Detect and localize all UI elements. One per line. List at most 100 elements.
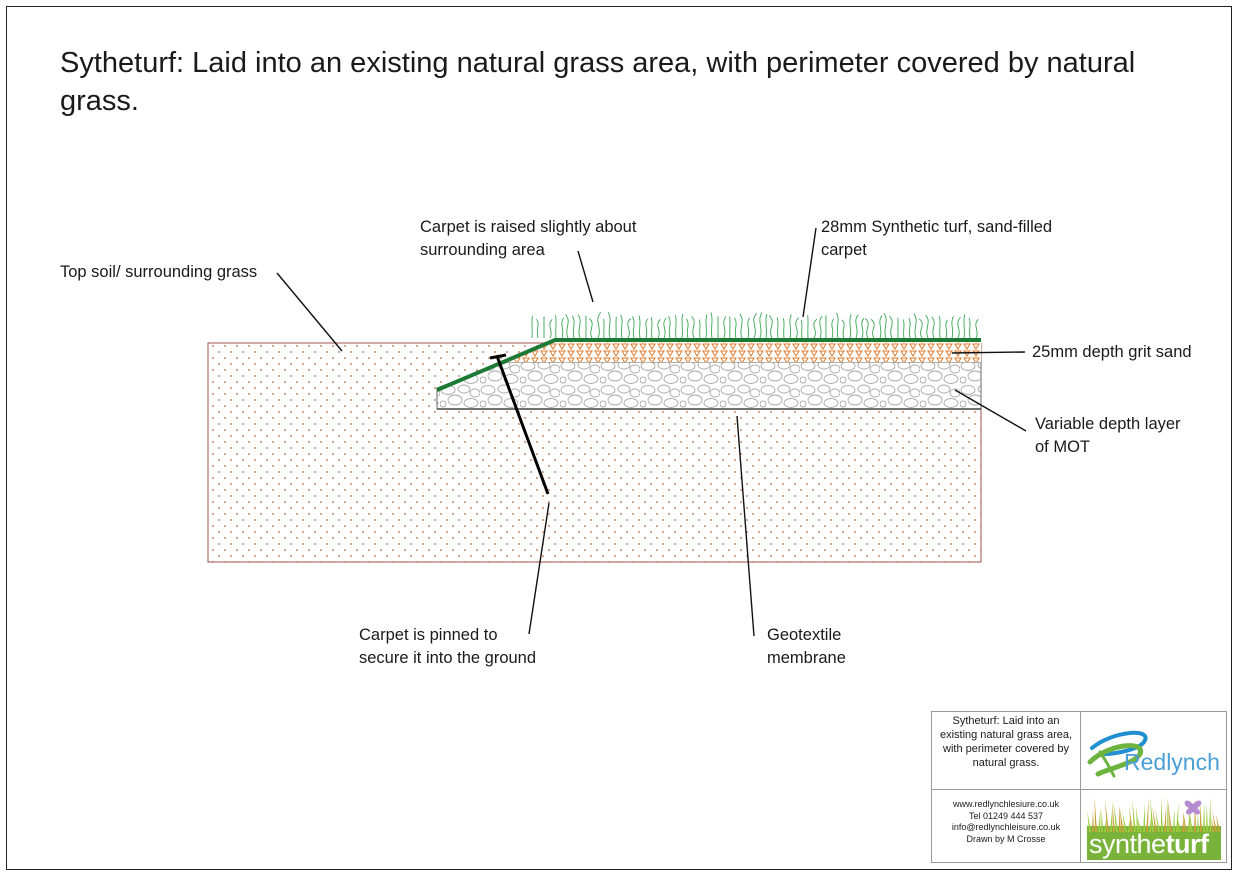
grass-fibre: [902, 319, 905, 339]
grass-fibre: [888, 315, 893, 339]
logo-grass-blade: [1176, 802, 1179, 832]
grass-fibre: [963, 314, 966, 339]
telephone: Tel 01249 444 537: [968, 810, 1044, 821]
grass-fibre: [705, 314, 708, 339]
logo-grass-blade: [1167, 797, 1172, 832]
grass-fibre: [883, 312, 887, 339]
grass-fibre: [864, 318, 869, 339]
logo-grass-blade: [1152, 806, 1157, 832]
grass-fibre: [870, 318, 875, 339]
grass-fibre: [913, 313, 917, 339]
leader-mot: [954, 389, 1027, 432]
logo-grass-blade: [1182, 812, 1184, 832]
logo-grass-blade: [1149, 812, 1152, 832]
logo-grass-blade: [1209, 796, 1211, 832]
leader-grit-sand: [951, 351, 1026, 354]
grass-fibre: [668, 315, 671, 339]
logo-grass-blade: [1119, 805, 1124, 832]
logo-grass-blade: [1135, 805, 1139, 832]
logo-grass-blade: [1112, 800, 1115, 832]
leader-synthetic-turf: [802, 227, 817, 318]
drawing-frame: [6, 6, 1232, 870]
logo-grass-blade: [1104, 817, 1107, 832]
leader-carpet-raised: [577, 250, 594, 303]
grass-fibre: [632, 316, 635, 339]
grass-fibre: [908, 317, 911, 339]
grass-fibre: [800, 319, 803, 339]
syntheturf-logo: [1087, 796, 1221, 860]
grass-fibre: [638, 315, 641, 339]
grass-fibre: [536, 318, 539, 339]
grass-fibre: [549, 319, 553, 339]
logo-grass-blade: [1129, 805, 1133, 832]
grass-fibre: [939, 316, 941, 339]
logo-grass-blade: [1183, 810, 1187, 832]
grass-fibre: [645, 318, 649, 339]
logo-grass-blade: [1119, 806, 1121, 832]
logo-grass-blade: [1155, 809, 1160, 832]
grass-fibre: [931, 316, 935, 339]
logo-grass-blade: [1094, 796, 1097, 832]
grass-fibre: [650, 317, 653, 339]
grass-fibre: [951, 316, 954, 339]
grass-fibre: [734, 317, 737, 339]
logo-grass-blade: [1164, 804, 1167, 832]
label-mot-layer: Variable depth layer of MOT: [1035, 415, 1181, 456]
label-grit-sand: 25mm depth grit sand: [1032, 343, 1192, 361]
redlynch-logo: Redlynch: [1087, 730, 1220, 778]
logo-grass-blade: [1173, 808, 1175, 832]
title-block: Sytheturf: Laid into an existing natural…: [931, 711, 1227, 863]
grass-fibre: [759, 312, 763, 339]
grass-fibre: [572, 315, 575, 339]
logo-grass-blade: [1194, 797, 1196, 832]
leader-topsoil: [276, 272, 343, 352]
drawn-by: Drawn by M Crosse: [966, 833, 1046, 844]
logo-grass-blade: [1146, 797, 1149, 832]
grass-fibre: [555, 315, 557, 339]
logo-grass-blade: [1101, 810, 1103, 832]
logo-grass-blade: [1087, 810, 1091, 832]
grass-fibres: [531, 312, 979, 339]
grass-fibre: [849, 314, 852, 339]
grass-fibre: [776, 317, 779, 339]
grass-fibre: [813, 318, 818, 339]
logo-grass-blade: [1197, 811, 1199, 832]
grass-fibre: [795, 317, 800, 339]
logo-grass-blade: [1167, 800, 1169, 832]
grass-fibre: [765, 313, 768, 339]
logo-grass-blade: [1203, 801, 1205, 832]
grass-fibre: [723, 316, 727, 339]
grass-fibre: [836, 312, 839, 339]
logo-grass-blade: [1176, 814, 1181, 832]
title-block-divider: [1080, 712, 1081, 862]
turf-carpet-line: [436, 338, 981, 392]
title-block-contact: www.redlynchlesiure.co.uk Tel 01249 444 …: [938, 799, 1074, 845]
grass-fibre: [861, 317, 865, 339]
logo-grass-blade: [1199, 801, 1202, 832]
carpet-pin: [495, 355, 550, 495]
label-topsoil: Top soil/ surrounding grass: [60, 263, 258, 281]
grass-fibre: [945, 319, 948, 339]
grass-fibre: [561, 317, 565, 339]
grass-fibre: [925, 314, 929, 339]
leader-geotextile: [736, 415, 755, 637]
grass-fibre: [831, 318, 835, 339]
grass-fibre: [607, 312, 611, 339]
label-pinned: Carpet is pinned to secure it into the g…: [359, 626, 537, 667]
grass-fibre: [699, 319, 701, 339]
grass-fibre: [879, 315, 883, 339]
grass-fibre: [588, 318, 593, 339]
email-link[interactable]: info@redlynchleisure.co.uk: [951, 822, 1061, 832]
grass-fibre: [620, 314, 623, 339]
title-block-title: Sytheturf: Laid into an existing natural…: [939, 715, 1073, 769]
logo-grass-blade: [1092, 809, 1094, 832]
grass-fibre: [685, 318, 689, 339]
grass-fibre: [691, 316, 695, 339]
logo-grass-blade: [1206, 803, 1208, 832]
website-link[interactable]: www.redlynchlesiure.co.uk: [952, 799, 1060, 809]
grass-fibre: [739, 313, 743, 339]
title-block-divider: [932, 789, 1226, 790]
grass-fibre: [918, 318, 923, 339]
grass-fibre: [841, 319, 845, 339]
